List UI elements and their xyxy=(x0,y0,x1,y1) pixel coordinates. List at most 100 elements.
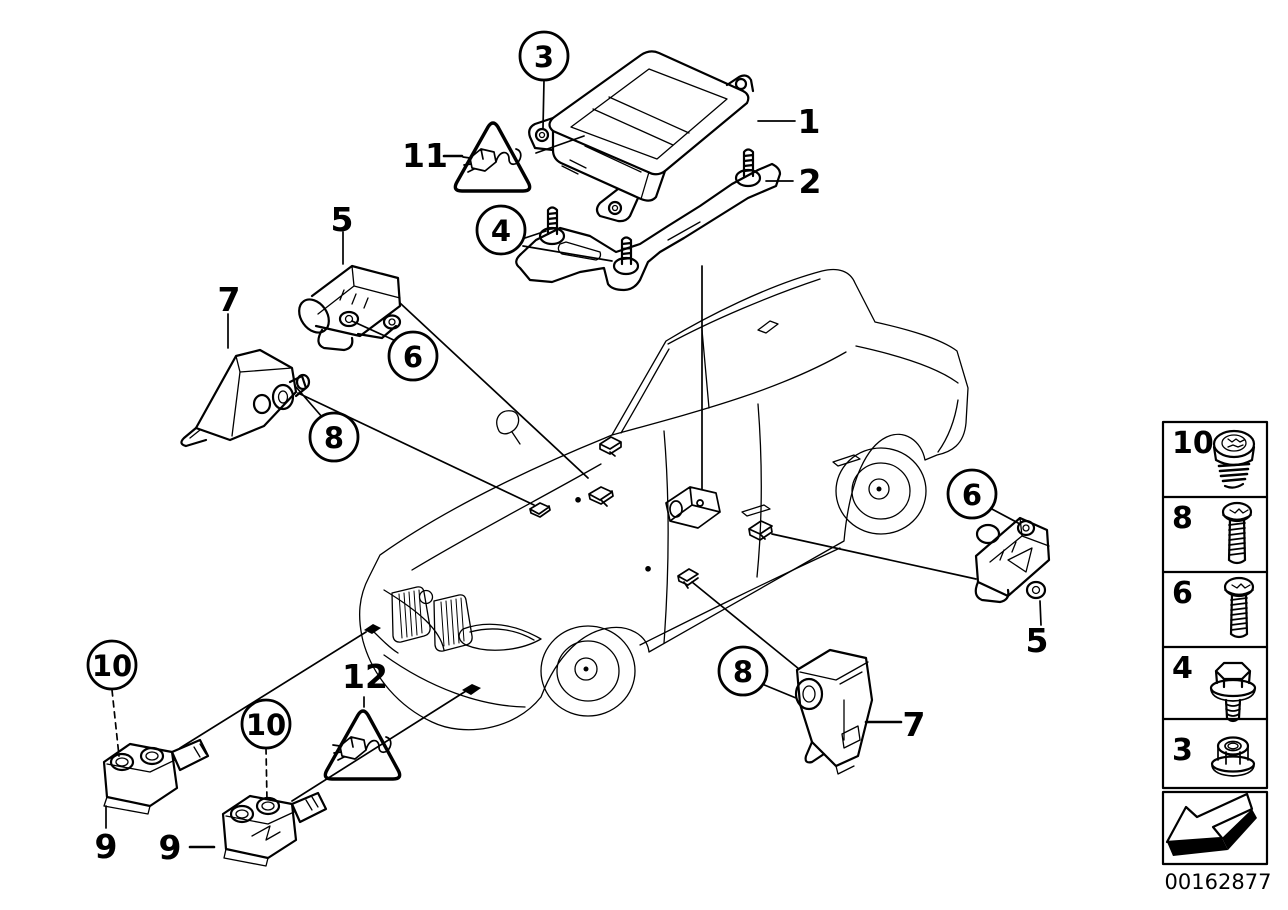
circled-callout-3[interactable]: 3 xyxy=(518,30,570,82)
part-9-sensor-b[interactable] xyxy=(221,791,328,867)
bolt-shank xyxy=(1224,698,1242,723)
control-unit-side-lines xyxy=(561,145,650,200)
rear-wheel-rim xyxy=(851,462,911,520)
sensor5r-boss-2 xyxy=(1025,580,1047,600)
circled-callout-4[interactable]: 4 xyxy=(475,204,527,256)
part-1-airbag-control-unit[interactable] xyxy=(528,50,755,223)
part-5-sensor-left[interactable] xyxy=(293,264,402,352)
legend-row-3[interactable]: 3 xyxy=(1172,733,1256,777)
torx-round-screw-icon xyxy=(1212,429,1256,489)
legend-number: 4 xyxy=(1172,651,1193,686)
callout-circle[interactable] xyxy=(717,645,769,697)
direction-arrow-box xyxy=(1161,790,1269,866)
callout-circle[interactable] xyxy=(387,330,439,382)
stud-3 xyxy=(742,148,755,178)
bracket-plate xyxy=(515,162,782,292)
sensor9a-boss-1 xyxy=(109,752,135,772)
callout-label-5-right[interactable]: 5 xyxy=(1026,621,1049,660)
sensor5-boss-2-hole xyxy=(388,318,396,326)
legend-row-10[interactable]: 10 xyxy=(1172,426,1256,489)
sensor9a-boss-2-hole xyxy=(145,751,159,761)
circled-callout-8-left[interactable]: 8 xyxy=(308,411,360,463)
circled-callout-6-right[interactable]: 6 xyxy=(946,468,998,520)
callout-number: 10 xyxy=(92,649,132,683)
callout-label-9-a[interactable]: 9 xyxy=(95,827,118,866)
nut-flange-rim xyxy=(1211,765,1255,777)
callout-circle[interactable] xyxy=(308,411,360,463)
legend-row-8[interactable]: 8 xyxy=(1172,501,1253,565)
callout-label-1[interactable]: 1 xyxy=(798,102,821,141)
headlight xyxy=(458,623,542,651)
screw-threads xyxy=(1228,522,1246,556)
kidney-grilles xyxy=(391,586,473,652)
callout-label-2[interactable]: 2 xyxy=(799,162,822,201)
callout-circle[interactable] xyxy=(86,639,138,691)
screw-head xyxy=(1212,429,1256,459)
car-illustration xyxy=(359,268,969,731)
stud-1 xyxy=(546,206,559,236)
rear-wheel-center xyxy=(876,486,882,492)
callout-label-9-b[interactable]: 9 xyxy=(159,828,182,867)
connector-plug-glyph xyxy=(462,148,522,173)
dashed-leader-lines xyxy=(111,689,268,802)
sensor5r-nose xyxy=(975,523,1001,545)
sensor5-cylinder xyxy=(298,298,330,334)
part-2-bracket[interactable] xyxy=(515,148,782,292)
legend-row-4[interactable]: 4 xyxy=(1172,651,1257,723)
callout-label-5-left[interactable]: 5 xyxy=(331,200,354,239)
callout-label-7-left[interactable]: 7 xyxy=(218,280,241,319)
callout-label-7-right[interactable]: 7 xyxy=(903,705,926,744)
part-9-sensor-a[interactable] xyxy=(102,738,210,815)
callout-circle[interactable] xyxy=(518,30,570,82)
callout-circle[interactable] xyxy=(475,204,527,256)
sensor7-body xyxy=(194,348,298,442)
sensor5-details xyxy=(317,265,401,315)
body-fixing-dots xyxy=(575,497,651,572)
arrow-face xyxy=(1165,792,1254,844)
circled-callout-6-left[interactable]: 6 xyxy=(387,330,439,382)
callout-label-11[interactable]: 11 xyxy=(402,136,448,175)
circled-callout-10-a[interactable]: 10 xyxy=(86,639,138,691)
travel-direction-arrow-icon xyxy=(1165,792,1257,856)
callout-number: 6 xyxy=(962,478,982,512)
mount-hole-front xyxy=(534,127,550,143)
part-5-sensor-right[interactable] xyxy=(974,516,1051,604)
arrow-shadow-bottom xyxy=(1167,838,1228,856)
legend-row-6[interactable]: 6 xyxy=(1172,576,1255,639)
screw-head xyxy=(1223,576,1255,598)
label-dash-leaders xyxy=(188,154,903,849)
mount-hole-bottom-inner xyxy=(611,204,619,212)
sensor9a-connector xyxy=(170,738,210,772)
mount-hole-front-inner xyxy=(538,131,546,139)
legend-number: 6 xyxy=(1172,576,1193,611)
sensor9b-boss-1 xyxy=(229,804,255,824)
sensor7-stub-ball xyxy=(295,373,311,391)
sensor9b-connector xyxy=(290,791,328,824)
door-sensor-marker xyxy=(748,520,773,541)
sensor5r-boss-1 xyxy=(1016,519,1036,537)
sensor7-stub xyxy=(288,374,308,398)
legend-dividers xyxy=(1161,495,1269,721)
sensor9b-boss-1-hole xyxy=(235,809,249,819)
front-wheel-rim xyxy=(556,640,620,702)
car-body-lines xyxy=(371,278,959,708)
sensor5r-details xyxy=(989,517,1050,573)
callout-label-12[interactable]: 12 xyxy=(342,657,388,696)
control-unit-lid xyxy=(548,50,750,176)
hex-flange-nut-icon xyxy=(1210,736,1256,777)
car-silhouette xyxy=(359,268,969,731)
bolt-flange-rim xyxy=(1210,689,1256,702)
callout-circle[interactable] xyxy=(240,698,292,750)
callout-circle[interactable] xyxy=(946,468,998,520)
torx-star xyxy=(1231,583,1251,589)
part-7-sensor-right[interactable] xyxy=(794,648,874,775)
fender-sensor-marker xyxy=(529,502,551,518)
part-7-sensor-left[interactable] xyxy=(180,348,311,448)
callout-number: 6 xyxy=(403,340,423,374)
bolt-hex-head xyxy=(1214,661,1252,689)
screw-head-recess xyxy=(1221,434,1247,452)
circled-callout-8-right[interactable]: 8 xyxy=(717,645,769,697)
warning-triangle-11 xyxy=(453,121,532,193)
circled-callout-10-b[interactable]: 10 xyxy=(240,698,292,750)
callout-number: 8 xyxy=(324,421,344,455)
